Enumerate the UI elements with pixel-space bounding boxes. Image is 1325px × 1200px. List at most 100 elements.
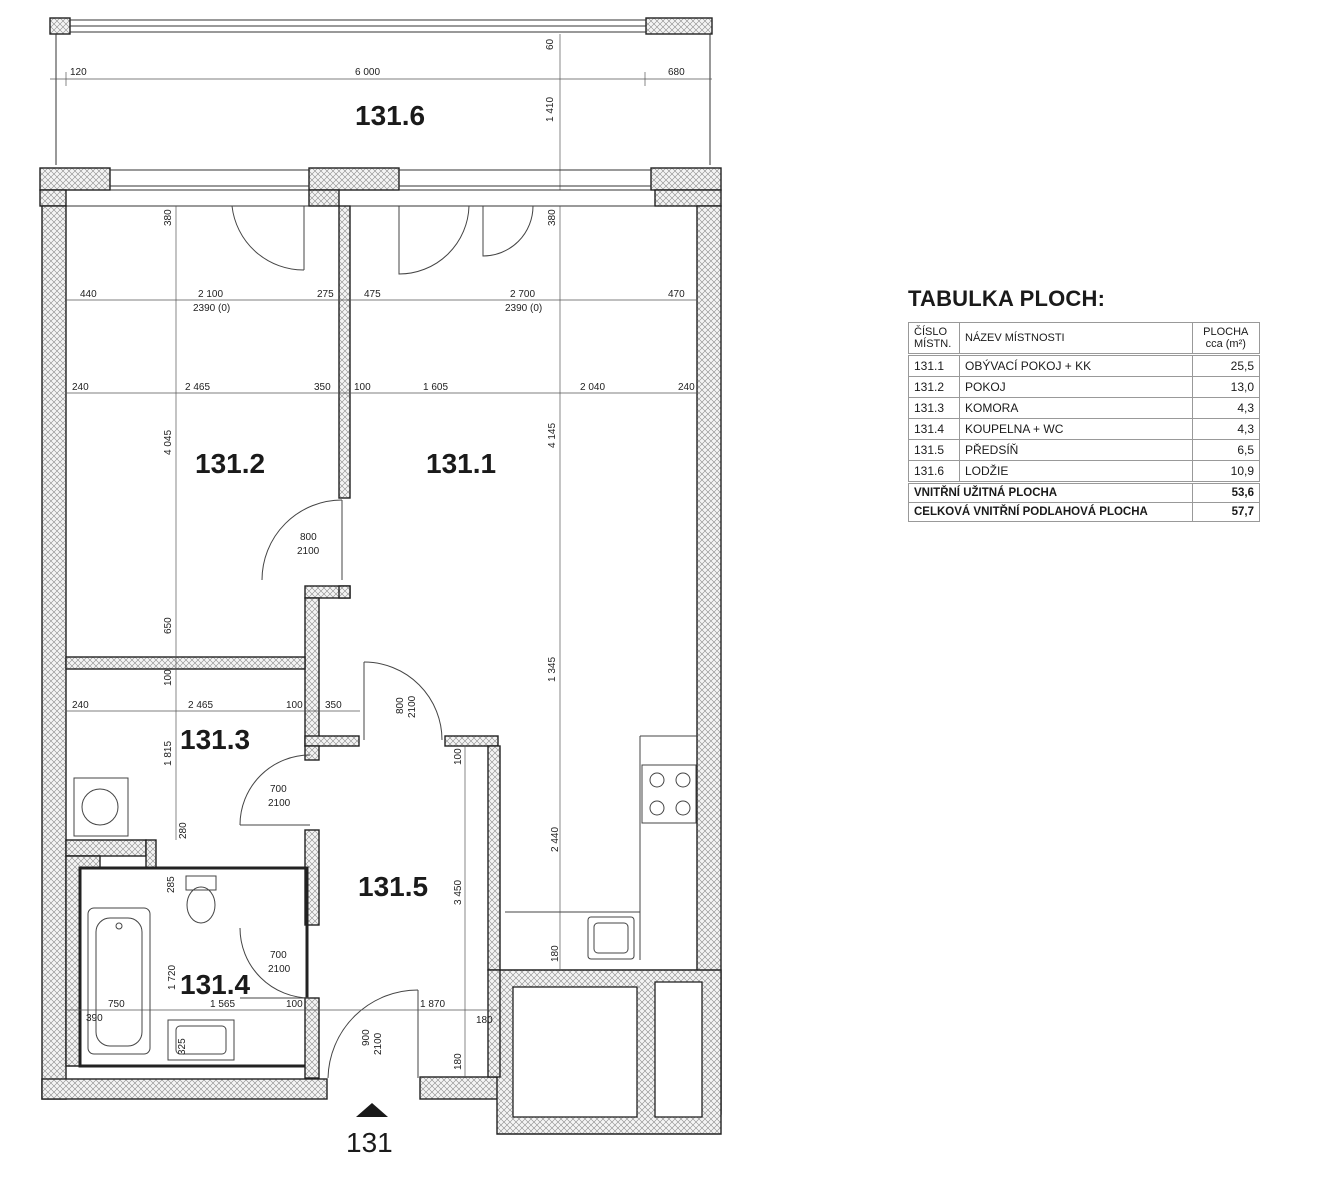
- header-name: NÁZEV MÍSTNOSTI: [959, 322, 1193, 354]
- dim-label: 475: [364, 289, 381, 300]
- dim-label: 650: [163, 617, 174, 634]
- dim-label: 3 450: [453, 880, 464, 905]
- dim-label: 390: [86, 1013, 103, 1024]
- dim-label: 100: [453, 748, 464, 765]
- dim-label: 2390 (0): [505, 303, 542, 314]
- cell-area: 10,9: [1191, 460, 1261, 482]
- cell-area: 13,0: [1191, 376, 1261, 398]
- dim-label: 1 605: [423, 382, 448, 393]
- dim-label: 1 345: [547, 657, 558, 682]
- doors: [231, 205, 534, 1079]
- room-label-131-1: 131.1: [426, 448, 496, 479]
- cell-name: KOMORA: [959, 397, 1193, 419]
- dim-label: 750: [108, 999, 125, 1010]
- dim-label: 100: [286, 999, 303, 1010]
- cell-area: 25,5: [1191, 355, 1261, 377]
- dim-label: 100: [163, 669, 174, 686]
- dim-label: 180: [550, 945, 561, 962]
- header-code-line1: ČÍSLO: [914, 326, 948, 338]
- dim-label: 180: [453, 1053, 464, 1070]
- cell-name: POKOJ: [959, 376, 1193, 398]
- dim-label: 380: [547, 209, 558, 226]
- dim-label: 440: [80, 289, 97, 300]
- dim-label: 700: [270, 950, 287, 961]
- room-label-131-3: 131.3: [180, 724, 250, 755]
- dim-label: 325: [177, 1038, 188, 1055]
- interior-dimension-lines: [66, 206, 697, 1077]
- dim-label: 700: [270, 784, 287, 795]
- total-label: VNITŘNÍ UŽITNÁ PLOCHA: [908, 483, 1193, 503]
- cell-name: OBÝVACÍ POKOJ + KK: [959, 355, 1193, 377]
- cell-code: 131.6: [908, 460, 960, 482]
- table-header-row: ČÍSLO MÍSTN. NÁZEV MÍSTNOSTI PLOCHA cca …: [908, 322, 1261, 354]
- room-label-131-5: 131.5: [358, 871, 428, 902]
- entrance-arrow-icon: [356, 1103, 388, 1117]
- dim-label: 1 815: [163, 741, 174, 766]
- cell-code: 131.5: [908, 439, 960, 461]
- facade-wall: [39, 167, 722, 207]
- unit-label: 131: [346, 1127, 393, 1158]
- bottom-wall-entry: [419, 1076, 501, 1100]
- total-area: 53,6: [1191, 483, 1261, 503]
- cell-area: 4,3: [1191, 397, 1261, 419]
- cell-area: 4,3: [1191, 418, 1261, 440]
- dim-label: 350: [314, 382, 331, 393]
- dim-label: 350: [325, 700, 342, 711]
- header-area: PLOCHA cca (m²): [1191, 322, 1261, 354]
- dim-label: 800: [300, 532, 317, 543]
- area-table-grid: ČÍSLO MÍSTN. NÁZEV MÍSTNOSTI PLOCHA cca …: [908, 322, 1261, 522]
- dim-label: 380: [163, 209, 174, 226]
- dim-label: 1 870: [420, 999, 445, 1010]
- dim-label: 1 410: [545, 97, 556, 122]
- header-area-line1: PLOCHA: [1203, 326, 1249, 338]
- cell-code: 131.3: [908, 397, 960, 419]
- cell-name: LODŽIE: [959, 460, 1193, 482]
- dim-label: 2100: [407, 695, 418, 718]
- area-table: TABULKA PLOCH: ČÍSLO MÍSTN. NÁZEV MÍSTNO…: [908, 286, 1261, 522]
- interior-walls: [65, 205, 501, 1079]
- dim-label: 240: [72, 382, 89, 393]
- cell-name: PŘEDSÍŇ: [959, 439, 1193, 461]
- dim-label: 100: [354, 382, 371, 393]
- dim-label: 6 000: [355, 67, 380, 78]
- dim-label: 120: [70, 67, 87, 78]
- room-label-131-4: 131.4: [180, 969, 250, 1000]
- loggia-dimensions: 120 6 000 680 60 1 410: [50, 34, 712, 190]
- dim-label: 60: [545, 38, 556, 50]
- cell-code: 131.2: [908, 376, 960, 398]
- dim-label: 680: [668, 67, 685, 78]
- bottom-wall-left: [41, 1078, 328, 1100]
- loggia: [49, 17, 713, 165]
- room-label-131-2: 131.2: [195, 448, 265, 479]
- shaft-walls: [496, 969, 722, 1135]
- dim-label: 4 045: [163, 430, 174, 455]
- dim-label: 2 465: [188, 700, 213, 711]
- dim-label: 2390 (0): [193, 303, 230, 314]
- cell-code: 131.4: [908, 418, 960, 440]
- cell-code: 131.1: [908, 355, 960, 377]
- dim-label: 2100: [268, 964, 291, 975]
- total-label: CELKOVÁ VNITŘNÍ PODLAHOVÁ PLOCHA: [908, 502, 1193, 522]
- left-wall: [41, 205, 67, 1100]
- dim-label: 800: [395, 697, 406, 714]
- dim-label: 2 465: [185, 382, 210, 393]
- dim-label: 2 700: [510, 289, 535, 300]
- header-area-line2: cca (m²): [1205, 338, 1246, 350]
- dimension-labels: 380 380 440 2 100 2390 (0) 275 475 2 700…: [72, 209, 695, 1070]
- dim-label: 285: [166, 876, 177, 893]
- dim-label: 2 040: [580, 382, 605, 393]
- dim-label: 900: [361, 1029, 372, 1046]
- header-code-line2: MÍSTN.: [914, 338, 952, 350]
- header-code: ČÍSLO MÍSTN.: [908, 322, 960, 354]
- cell-name: KOUPELNA + WC: [959, 418, 1193, 440]
- dim-label: 240: [678, 382, 695, 393]
- dim-label: 280: [178, 822, 189, 839]
- dim-label: 4 145: [547, 423, 558, 448]
- dim-label: 2 440: [550, 827, 561, 852]
